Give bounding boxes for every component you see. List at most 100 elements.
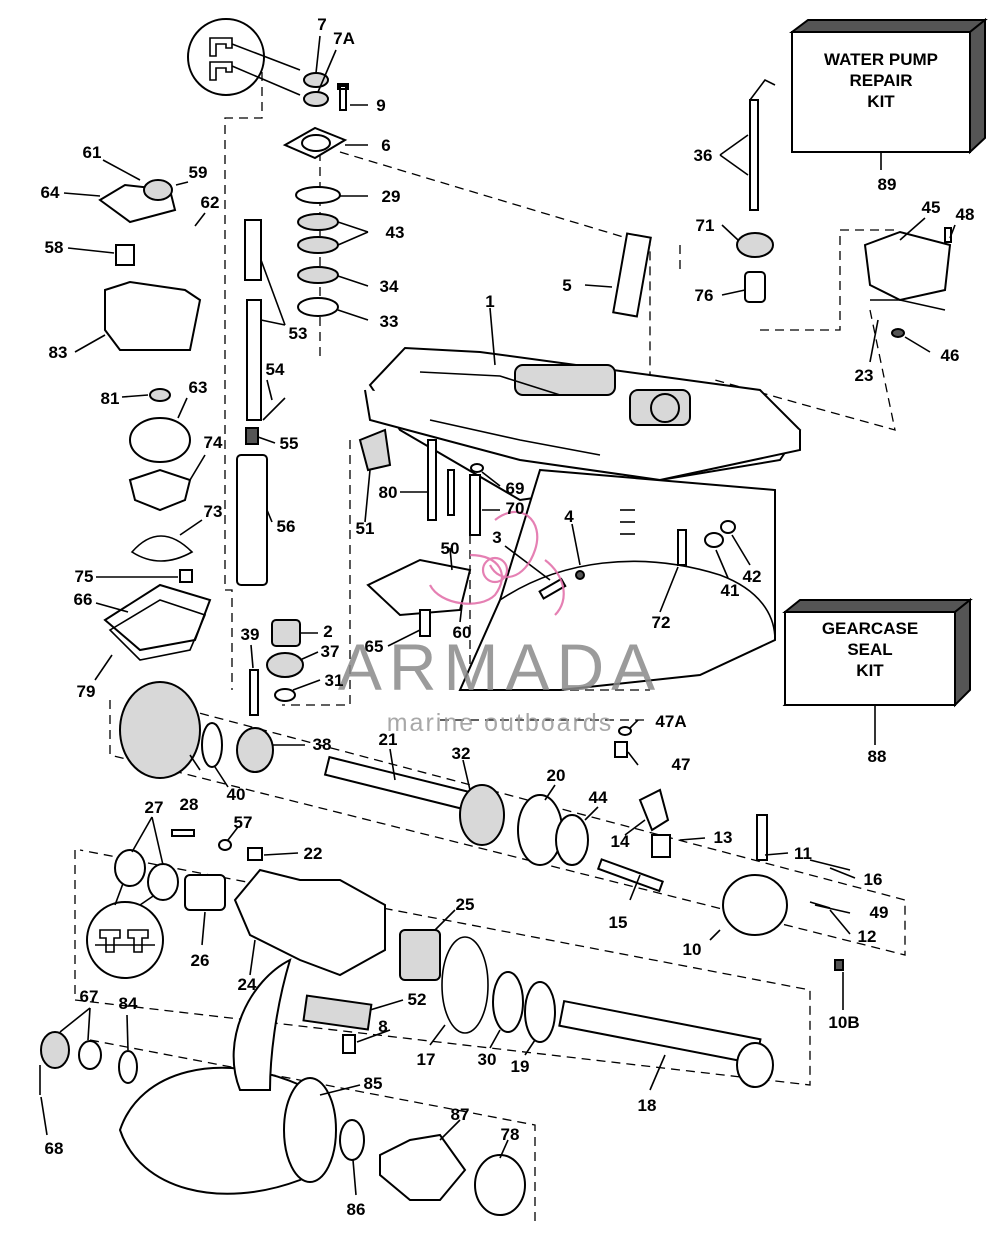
gearcase-seal-kit-box: GEARCASE SEAL KIT — [782, 597, 973, 708]
part-73-seal — [130, 535, 194, 562]
part-label-63: 63 — [189, 378, 208, 397]
part-16-pin — [809, 859, 851, 871]
parts — [39, 72, 952, 1216]
part-label-45: 45 — [922, 198, 941, 217]
part-67-spacer — [78, 1040, 102, 1070]
part-23-gasket — [870, 299, 946, 311]
part-label-83: 83 — [49, 343, 68, 362]
water-pump-kit-line-3: KIT — [867, 92, 895, 111]
part-label-7a: 7A — [333, 29, 355, 48]
part-47a-washer — [618, 726, 632, 736]
part-label-73: 73 — [204, 502, 223, 521]
part-label-75: 75 — [75, 567, 94, 586]
part-label-16: 16 — [864, 870, 883, 889]
part-label-66: 66 — [74, 590, 93, 609]
part-label-11: 11 — [794, 844, 812, 863]
part-63-cup — [129, 417, 191, 463]
part-84-washer — [118, 1050, 138, 1084]
part-label-2: 2 — [323, 622, 332, 641]
part-label-60: 60 — [453, 623, 472, 642]
part-label-79: 79 — [77, 682, 96, 701]
part-44-washer — [555, 814, 589, 866]
part-label-47: 47 — [672, 755, 691, 774]
part-label-8: 8 — [378, 1017, 387, 1036]
part-57-washer — [218, 839, 232, 851]
part-label-43: 43 — [386, 223, 405, 242]
part-2-bearing — [271, 619, 301, 647]
part-75-pin — [179, 569, 193, 583]
part-46-grommet — [891, 328, 905, 338]
part-label-78: 78 — [501, 1125, 520, 1144]
part-55-spring — [245, 427, 259, 445]
part-70-bolt — [447, 469, 455, 516]
part-85-propeller-blade — [232, 958, 292, 1091]
part-38-clutch — [236, 727, 274, 773]
part-label-30: 30 — [478, 1050, 497, 1069]
part-42-seal — [720, 520, 736, 534]
part-25-bearing — [399, 929, 441, 981]
part-label-87: 87 — [451, 1105, 470, 1124]
part-28-screw — [171, 829, 195, 837]
part-53-rod-upper — [244, 219, 262, 281]
part-number-labels: 77A9629433433535455566159646258838163747… — [41, 15, 975, 1219]
part-label-70: 70 — [506, 499, 525, 518]
part-label-74: 74 — [204, 433, 223, 452]
part-41-plug — [704, 532, 724, 548]
part-86-spacer — [339, 1119, 365, 1161]
part-85-hub-end — [283, 1077, 337, 1183]
part-78-thrust-washer — [474, 1154, 526, 1216]
water-pump-kit-line-1: WATER PUMP — [824, 50, 938, 69]
part-label-36: 36 — [694, 146, 713, 165]
part-label-9: 9 — [376, 96, 385, 115]
part-label-10b: 10B — [828, 1013, 859, 1032]
part-81-key — [149, 388, 171, 402]
part-label-89: 89 — [878, 175, 897, 194]
part-18-flange — [736, 1042, 774, 1088]
part-37-pinion — [266, 652, 304, 678]
part-label-7: 7 — [317, 15, 326, 34]
part-43-shim-b — [297, 236, 339, 254]
part-45-pump-housing — [863, 230, 952, 302]
part-70-stud — [469, 474, 481, 536]
part-label-62: 62 — [201, 193, 220, 212]
part-label-12: 12 — [858, 927, 877, 946]
part-label-19: 19 — [511, 1057, 530, 1076]
part-71-grommet — [736, 232, 774, 258]
part-label-25: 25 — [456, 895, 475, 914]
armada-logo-mark — [429, 510, 565, 616]
part-label-28: 28 — [180, 795, 199, 814]
part-label-80: 80 — [379, 483, 398, 502]
part-14-cradle — [638, 788, 670, 832]
part-label-61: 61 — [83, 143, 102, 162]
part-label-48: 48 — [956, 205, 975, 224]
part-label-29: 29 — [382, 187, 401, 206]
armada-watermark: ARMADA marine outboards — [338, 510, 655, 737]
part-87-adapter — [379, 1133, 467, 1201]
seal-detail-inset-top — [187, 18, 301, 96]
part-54-pin — [262, 397, 286, 421]
part-label-1: 1 — [485, 292, 494, 311]
part-label-10: 10 — [683, 940, 702, 959]
part-22-key — [247, 847, 263, 861]
part-label-84: 84 — [119, 994, 138, 1013]
part-27-seal-a — [114, 849, 146, 887]
part-label-17: 17 — [417, 1050, 436, 1069]
part-37-forward-gear — [119, 681, 201, 779]
part-72-stud — [677, 529, 687, 566]
watermark-tagline: marine outboards — [387, 709, 614, 737]
part-label-88: 88 — [868, 747, 887, 766]
part-40-bearing — [201, 722, 223, 768]
part-label-81: 81 — [101, 389, 120, 408]
part-4-washer — [575, 570, 585, 580]
part-11-link — [756, 814, 768, 861]
part-30-washer — [492, 971, 524, 1033]
part-56-driveshaft — [236, 454, 268, 586]
part-69-washer — [470, 463, 484, 473]
part-9-screw — [337, 83, 349, 111]
part-10-housing — [722, 874, 788, 936]
part-43-shim-a — [297, 213, 339, 231]
water-pump-kit-line-2: REPAIR — [850, 71, 913, 90]
part-label-6: 6 — [381, 136, 390, 155]
part-label-69: 69 — [506, 479, 525, 498]
part-label-58: 58 — [45, 238, 64, 257]
